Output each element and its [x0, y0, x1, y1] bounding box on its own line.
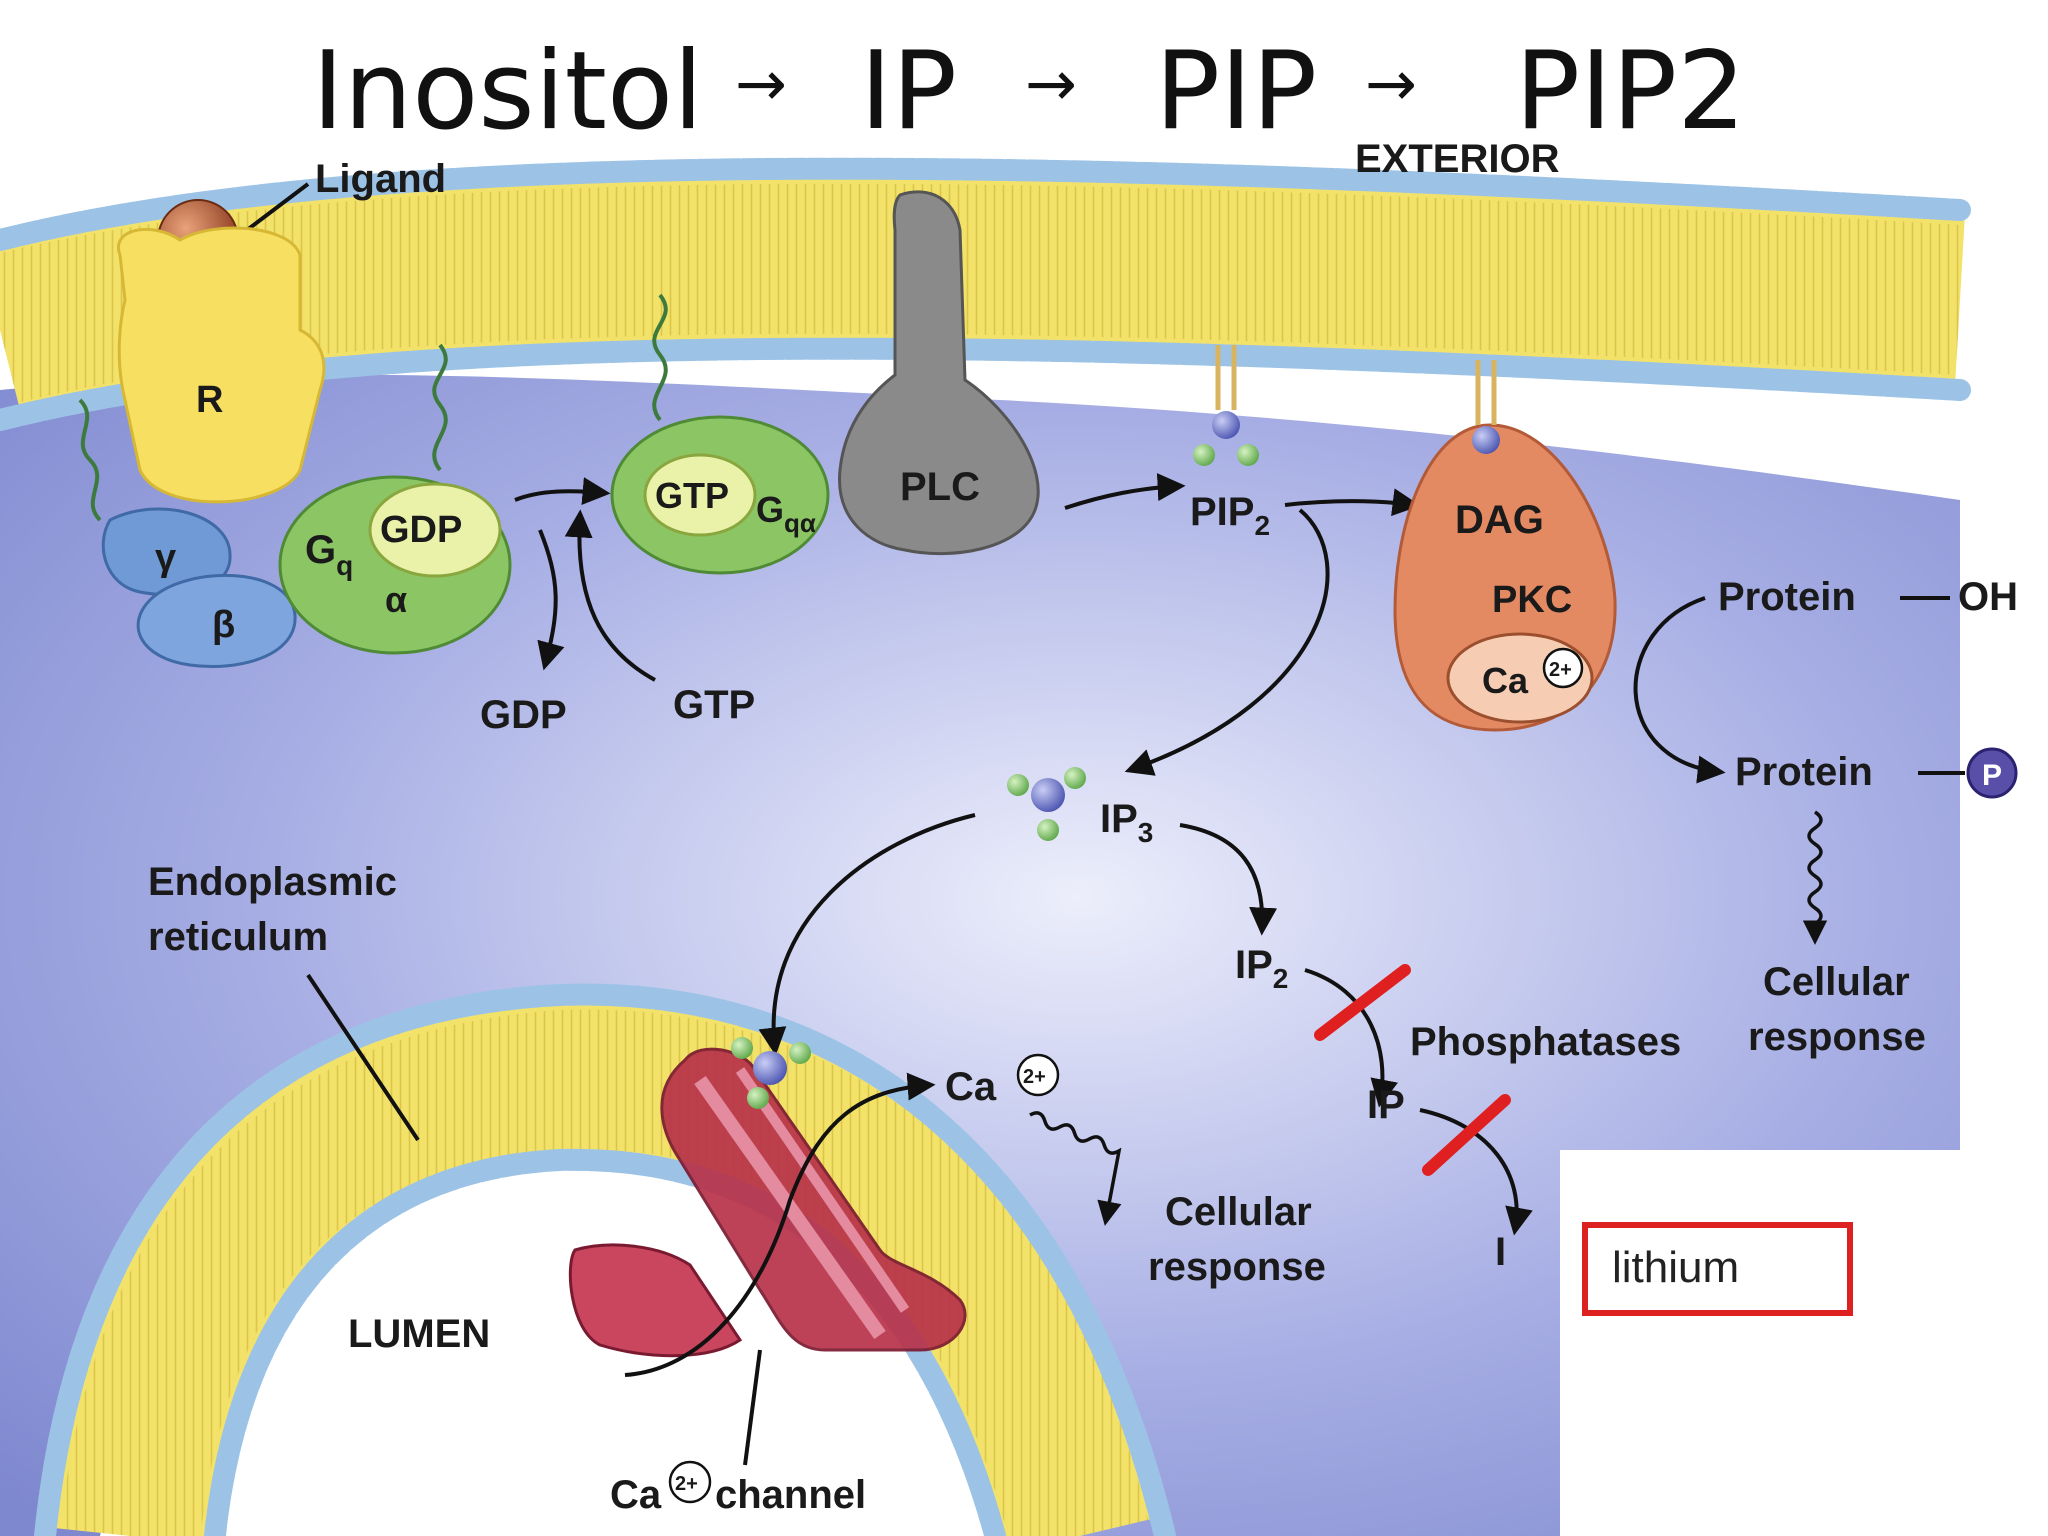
mid-response-label-2: response — [1148, 1245, 1326, 1289]
pip2-to-ip3-arrow — [1124, 508, 1330, 776]
right-response-label-2: response — [1748, 1015, 1926, 1059]
title-pip2: PIP2 — [1515, 29, 1746, 154]
ca-channel — [568, 1047, 967, 1358]
plc-label: PLC — [900, 465, 980, 509]
gqa-label: Gqα — [756, 489, 816, 538]
ca-free-charge: 2+ — [1023, 1066, 1046, 1088]
gamma-label: γ — [155, 537, 176, 579]
activation-arrow — [514, 477, 611, 506]
beta-subunit — [136, 573, 297, 669]
title-arrow-2: → — [1025, 47, 1077, 120]
ip-inhibition-mark — [1422, 1094, 1511, 1176]
receptor-label: R — [196, 379, 223, 421]
title-ip: IP — [860, 29, 957, 154]
title-arrow-1: → — [735, 47, 787, 120]
ca-channel-charge: 2+ — [675, 1473, 698, 1495]
gtp-out-label: GTP — [673, 683, 755, 727]
title-inositol: Inositol — [312, 29, 703, 154]
protein-oh-label: Protein — [1718, 575, 1856, 619]
pip2-to-dag-arrow — [1284, 488, 1421, 517]
er-pointer — [306, 973, 420, 1142]
galpha-anchor-1 — [432, 343, 448, 472]
phosphatases-label: Phosphatases — [1410, 1020, 1681, 1064]
pip2-label: PIP2 — [1190, 490, 1270, 541]
dag-molecule — [1472, 360, 1500, 454]
ca-response-squiggle — [1029, 1111, 1122, 1226]
gtp-inner-label: GTP — [655, 475, 729, 516]
er-label-2: reticulum — [148, 915, 328, 959]
ip-label: IP — [1367, 1083, 1405, 1127]
pathway-title: Inositol → IP → PIP → PIP2 — [312, 29, 1746, 154]
ip2-inhibition-mark — [1314, 964, 1411, 1041]
ca-free-label: Ca — [945, 1065, 997, 1109]
gdp-release-arrow — [537, 529, 565, 671]
right-response-label-1: Cellular — [1763, 960, 1910, 1004]
right-response-squiggle — [1802, 810, 1828, 945]
gq-label: Gq — [305, 528, 353, 581]
ca-channel-label: channel — [715, 1473, 866, 1517]
title-arrow-3: → — [1365, 47, 1417, 120]
mid-response-label-1: Cellular — [1165, 1190, 1312, 1234]
pkc-ca-charge-circle — [1542, 647, 1584, 689]
galpha-anchor-2 — [652, 293, 668, 422]
protein-p-label: Protein — [1735, 750, 1873, 794]
receptor — [116, 226, 326, 504]
pkc-ca-label: Ca — [1482, 660, 1529, 701]
ca-release-arrow — [624, 1072, 936, 1377]
dag-label: DAG — [1455, 498, 1544, 542]
oh-label: OH — [1958, 575, 2018, 619]
gdp-inner — [368, 482, 502, 578]
phosphate-badge-label: P — [1982, 759, 2002, 792]
plc-enzyme — [838, 190, 1040, 556]
pkc-ca-charge: 2+ — [1549, 659, 1572, 681]
gdp-inner-label: GDP — [380, 509, 462, 551]
exterior-label: EXTERIOR — [1355, 137, 1560, 181]
inositol-i-label: I — [1495, 1230, 1506, 1274]
ca-free-charge-circle — [1016, 1053, 1060, 1097]
lumen-label: LUMEN — [348, 1312, 490, 1356]
ip2-label: IP2 — [1235, 943, 1288, 994]
ip3-label: IP3 — [1100, 797, 1153, 848]
pip2-molecule — [1193, 345, 1259, 466]
gtp-inner — [643, 453, 757, 537]
ip3-to-channel-arrow — [758, 813, 976, 1056]
gtp-binding-arrow — [564, 509, 656, 682]
plc-to-pip2-arrow — [1064, 473, 1186, 510]
ip3-molecule — [1007, 767, 1086, 841]
alpha-label: α — [385, 579, 407, 620]
lithium-label: lithium — [1612, 1243, 1739, 1292]
phosphate-badge — [1966, 747, 2018, 799]
phosphorylation-arrow — [1633, 596, 1726, 784]
ip2-to-ip-arrow — [1304, 968, 1398, 1108]
er-label-1: Endoplasmic — [148, 860, 397, 904]
ca-channel-ca-label: Ca — [610, 1473, 662, 1517]
ip3-to-ip2-arrow — [1179, 823, 1278, 936]
ligand-label: Ligand — [315, 157, 446, 201]
beta-label: β — [212, 604, 235, 646]
lithium-box — [1582, 1222, 1853, 1316]
ca-channel-charge-circle — [668, 1460, 712, 1504]
white-lower-right — [1560, 1150, 2048, 1536]
gdp-out-label: GDP — [480, 693, 567, 737]
ip-to-i-arrow — [1419, 1108, 1533, 1236]
ca-channel-pointer — [743, 1349, 762, 1466]
channel-bound-ip3 — [731, 1037, 811, 1109]
pkc-label: PKC — [1492, 579, 1572, 621]
title-pip: PIP — [1155, 29, 1317, 154]
gamma-anchor — [78, 398, 102, 522]
